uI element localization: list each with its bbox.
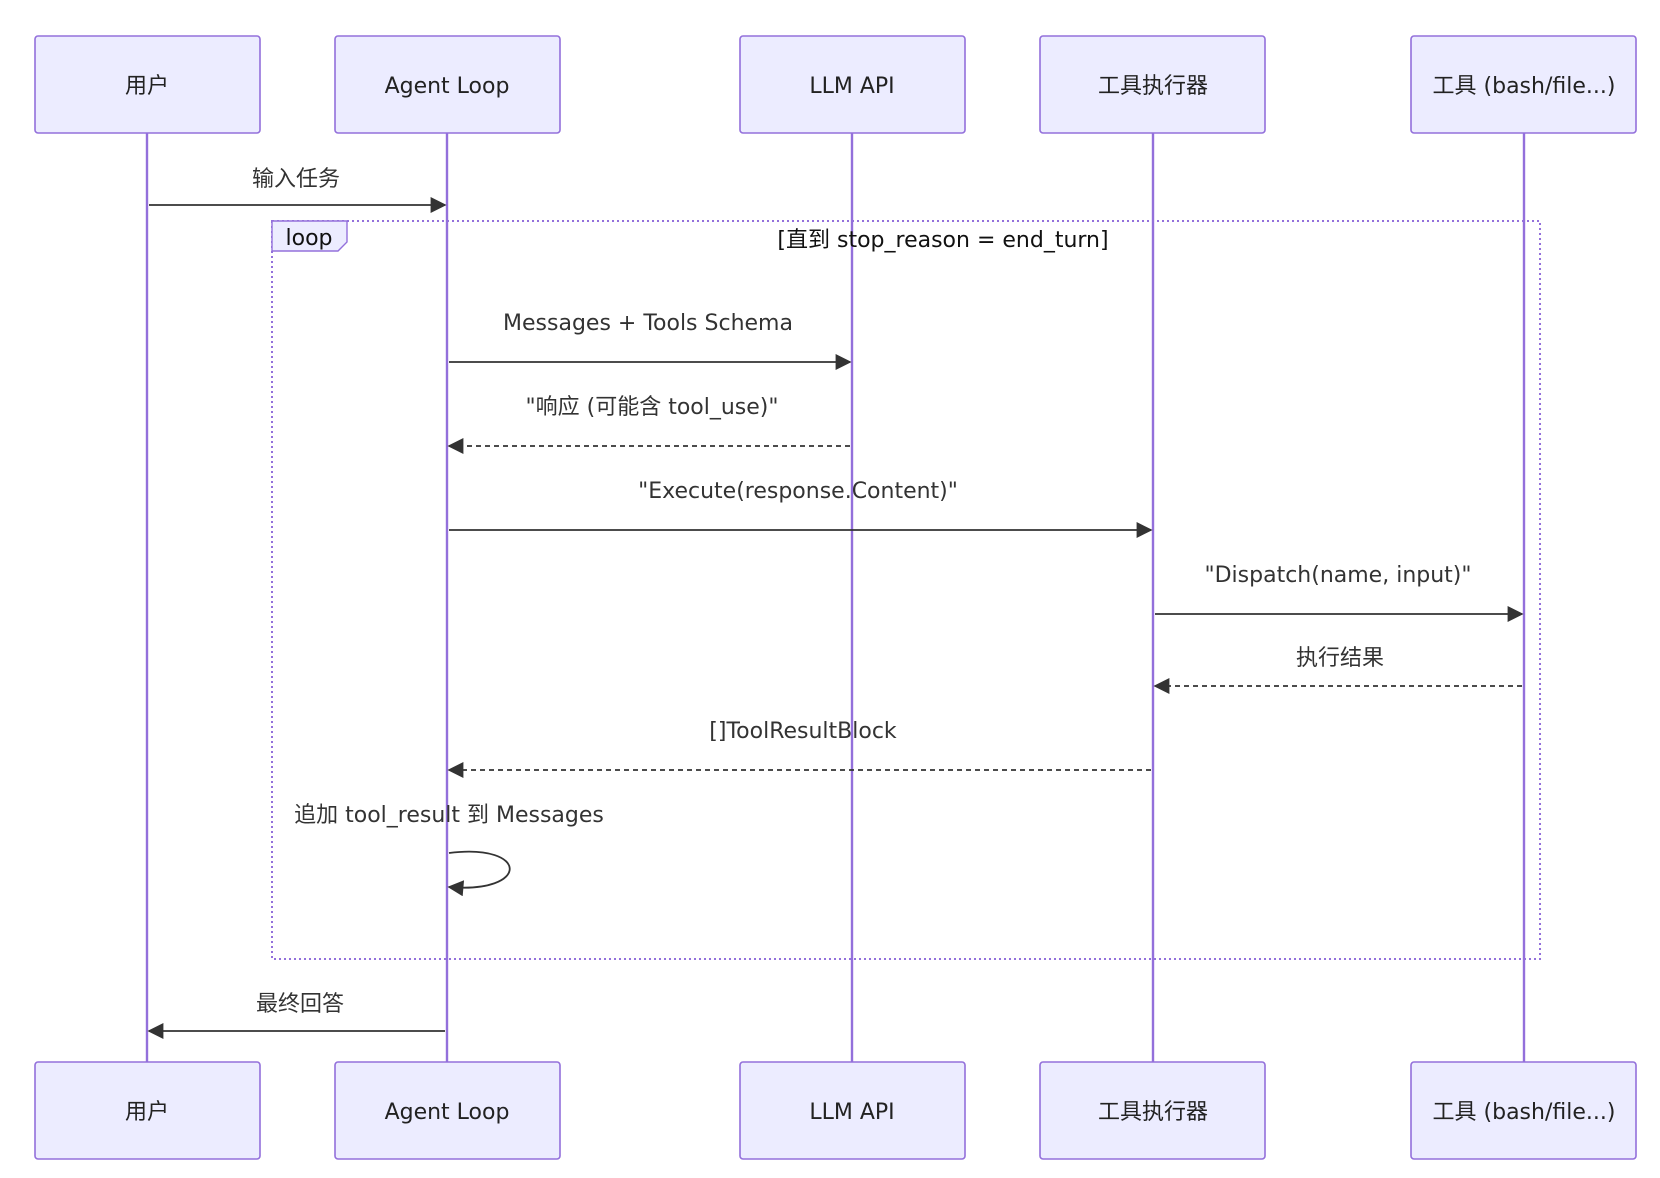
message-label-exec-result: 执行结果 [1296,646,1384,671]
actors-top: 用户 Agent Loop LLM API 工具执行器 工具 (bash/fil… [34,35,1637,134]
message-label-execute: "Execute(response.Content)" [638,479,958,504]
actor-agent-loop-bottom: Agent Loop [334,1061,561,1160]
actor-tool-executor-bottom: 工具执行器 [1039,1061,1266,1160]
loop-condition: [直到 stop_reason = end_turn] [777,228,1108,253]
message-label-messages-tools: Messages + Tools Schema [503,311,793,336]
message-label-final-answer: 最终回答 [256,992,344,1017]
message-label-tool-result-block: []ToolResultBlock [709,719,897,744]
actor-label-llm-api: LLM API [809,1100,894,1125]
loop-frame-border [271,220,1541,960]
message-label-input-task: 输入任务 [252,167,340,192]
message-label-append-tool-result: 追加 tool_result 到 Messages [294,803,604,828]
message-label-response: "响应 (可能含 tool_use)" [526,395,779,420]
message-arrow-append-tool-result [447,850,511,897]
lifelines [145,133,1526,1062]
actor-tools-top: 工具 (bash/file...) [1410,35,1637,134]
actor-label-tool-executor: 工具执行器 [1098,1100,1208,1125]
actor-llm-api-bottom: LLM API [739,1061,966,1160]
actor-label-tools: 工具 (bash/file...) [1433,74,1616,99]
actor-user-bottom: 用户 [34,1061,261,1160]
actor-tool-executor-top: 工具执行器 [1039,35,1266,134]
actor-label-user: 用户 [125,74,169,99]
loop-frame: loop [直到 stop_reason = end_turn] [271,220,1541,960]
message-label-dispatch: "Dispatch(name, input)" [1205,563,1472,588]
loop-tag [271,220,348,252]
actor-label-tool-executor: 工具执行器 [1098,74,1208,99]
actor-label-agent-loop: Agent Loop [385,74,510,99]
messages: 输入任务 Messages + Tools Schema "响应 (可能含 to… [147,167,1524,1039]
actor-label-user: 用户 [125,1100,169,1125]
actor-user-top: 用户 [34,35,261,134]
loop-label: loop [286,226,333,251]
actors-bottom: 用户 Agent Loop LLM API 工具执行器 工具 (bash/fil… [34,1061,1637,1160]
actor-agent-loop-top: Agent Loop [334,35,561,134]
actor-llm-api-top: LLM API [739,35,966,134]
actor-tools-bottom: 工具 (bash/file...) [1410,1061,1637,1160]
actor-label-llm-api: LLM API [809,74,894,99]
actor-label-tools: 工具 (bash/file...) [1433,1100,1616,1125]
actor-label-agent-loop: Agent Loop [385,1100,510,1125]
